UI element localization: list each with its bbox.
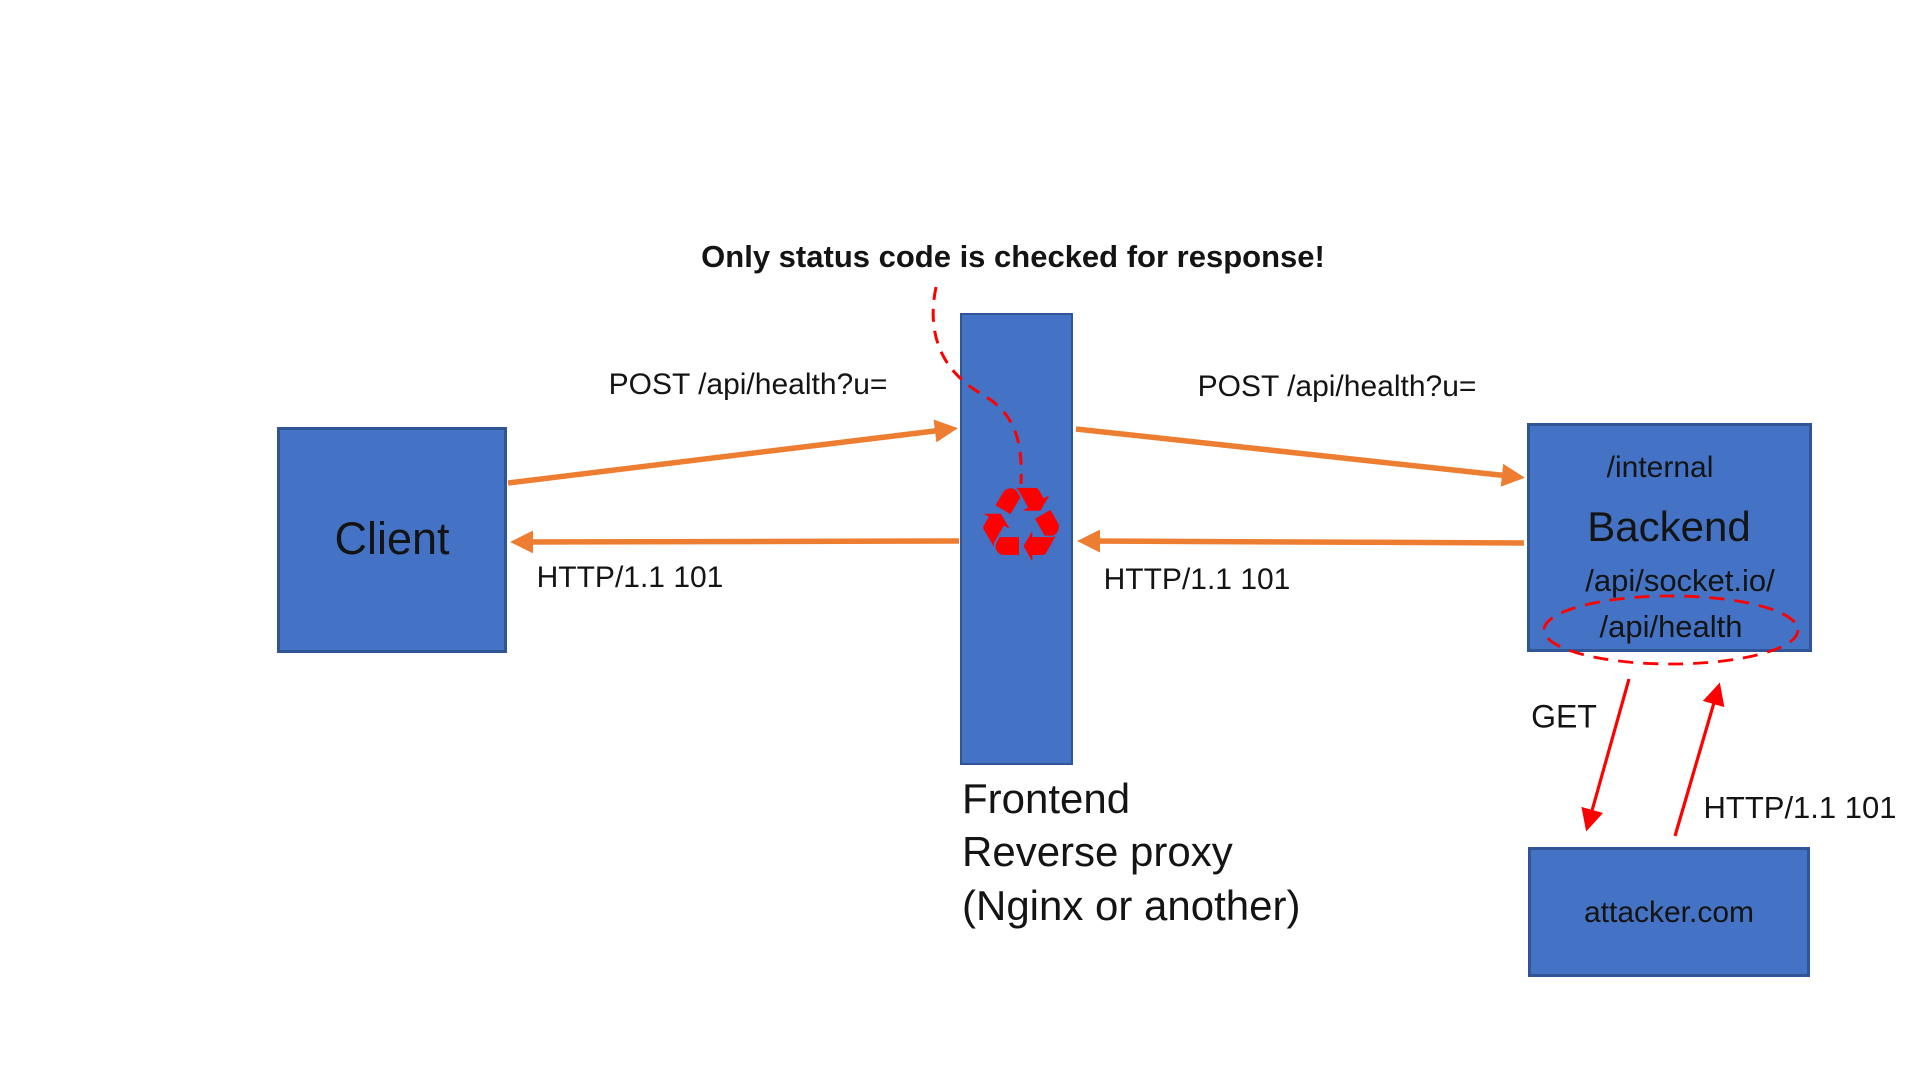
arrow-proxy-to-client <box>510 530 960 554</box>
backend-route-internal: /internal <box>1606 451 1714 484</box>
edge-label-http101-backend-proxy: HTTP/1.1 101 <box>1103 563 1291 596</box>
edge-label-http101-attacker: HTTP/1.1 101 <box>1703 790 1897 825</box>
client-label: Client <box>334 513 450 564</box>
attacker-label: attacker.com <box>1583 896 1755 929</box>
annotation-text: Only status code is checked for response… <box>701 239 1325 274</box>
backend-label: Backend <box>1587 503 1751 550</box>
arrow-proxy-to-backend <box>1075 426 1525 487</box>
attacker-node-box <box>1528 847 1810 977</box>
proxy-caption-line-2: Reverse proxy <box>962 828 1233 876</box>
proxy-caption-line-1: Frontend <box>962 775 1131 822</box>
client-node-box <box>277 427 507 653</box>
proxy-caption: Frontend Reverse proxy (Nginx or another… <box>962 772 1300 932</box>
backend-route-socket-io: /api/socket.io/ <box>1585 563 1775 598</box>
edge-label-http101-proxy-client: HTTP/1.1 101 <box>536 561 724 594</box>
recycle-icon: ♻ <box>974 463 1068 586</box>
arrow-backend-to-proxy <box>1077 529 1525 553</box>
arrow-client-to-proxy <box>507 419 958 486</box>
edge-label-post-client-proxy: POST /api/health?u= <box>608 368 888 401</box>
edge-label-get: GET <box>1531 698 1597 735</box>
proxy-caption-line-3: (Nginx or another) <box>962 881 1301 929</box>
backend-route-health: /api/health <box>1599 609 1743 644</box>
edge-label-post-proxy-backend: POST /api/health?u= <box>1197 370 1477 403</box>
